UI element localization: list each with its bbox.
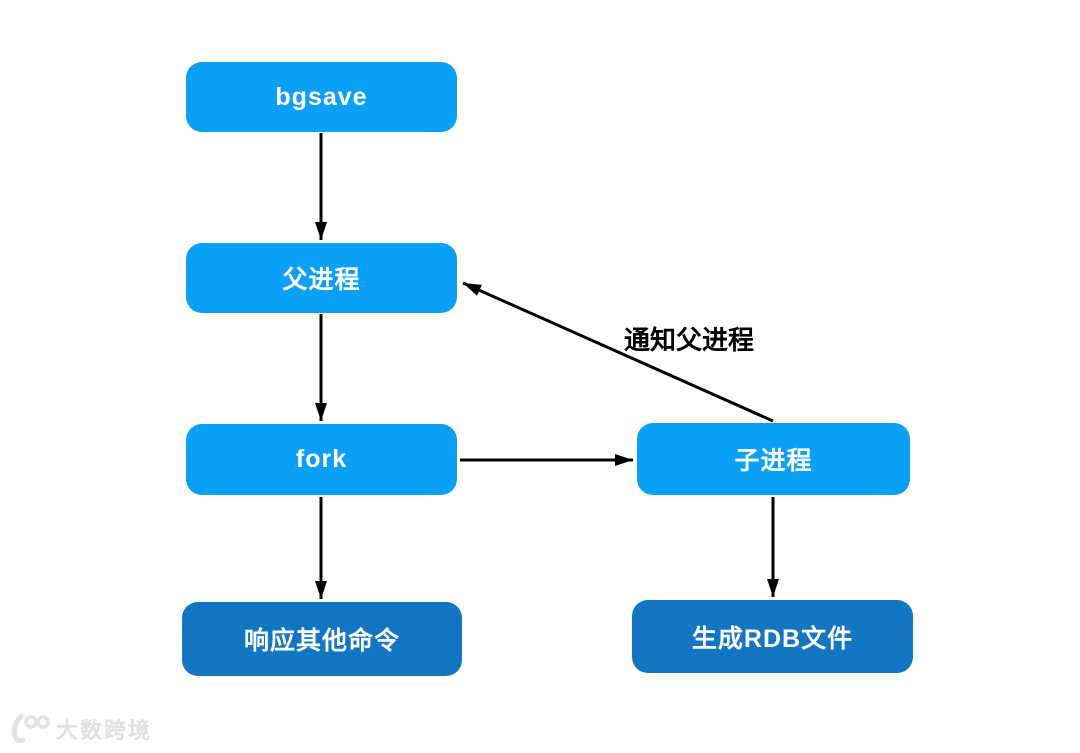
- node-respond-other-commands: 响应其他命令: [182, 602, 462, 676]
- node-bgsave-label: bgsave: [275, 82, 368, 111]
- node-child-process: 子进程: [637, 423, 910, 495]
- node-respond-other-commands-label: 响应其他命令: [243, 627, 400, 655]
- node-fork: fork: [186, 424, 457, 495]
- node-child-process-label: 子进程: [734, 447, 813, 475]
- edge-label-notify-parent: 通知父进程: [624, 325, 755, 355]
- watermark-logo-icon: [11, 713, 50, 743]
- node-generate-rdb-file-label: 生成RDB文件: [691, 624, 854, 653]
- watermark-text: 大数跨境: [56, 718, 153, 743]
- node-fork-label: fork: [295, 445, 348, 473]
- node-parent-process-label: 父进程: [282, 266, 361, 294]
- node-bgsave: bgsave: [186, 62, 457, 132]
- node-parent-process: 父进程: [186, 243, 457, 313]
- watermark: 大数跨境: [6, 712, 152, 746]
- node-generate-rdb-file: 生成RDB文件: [632, 600, 913, 673]
